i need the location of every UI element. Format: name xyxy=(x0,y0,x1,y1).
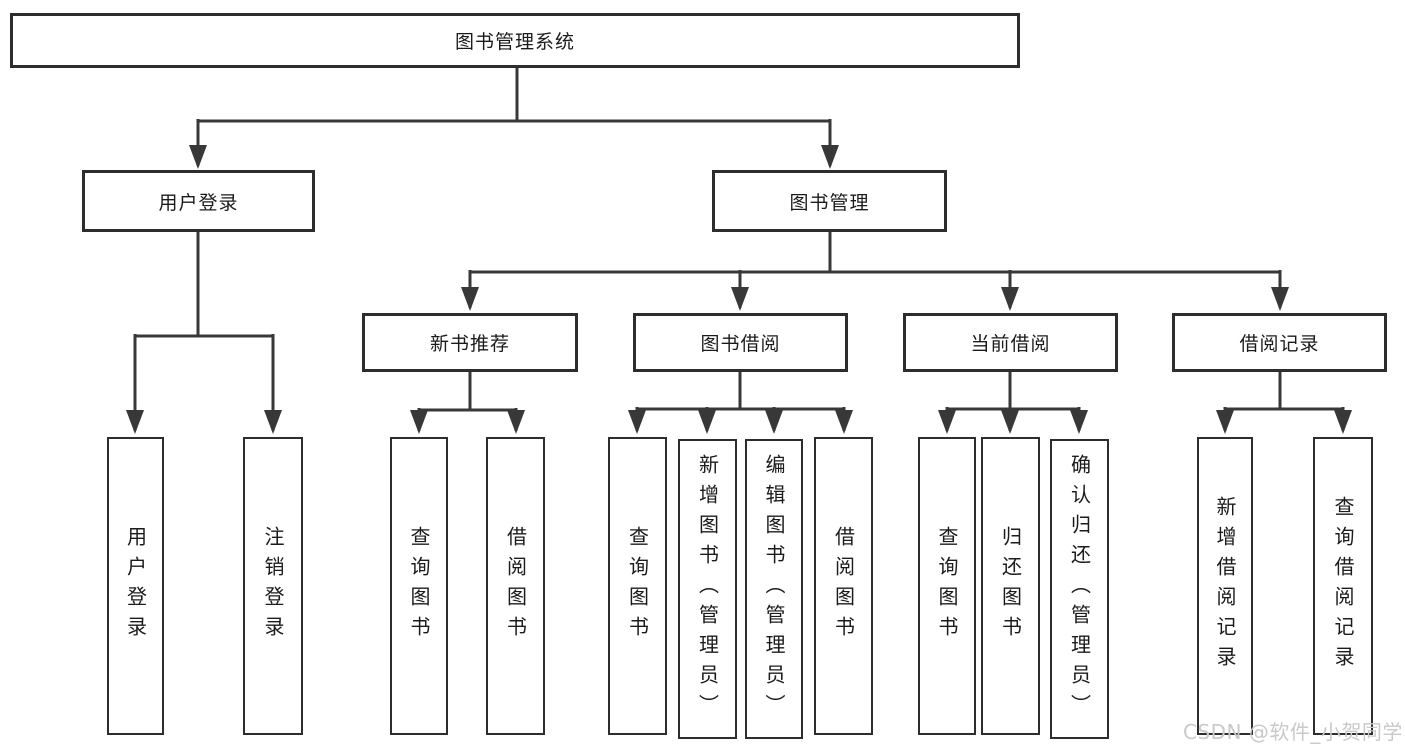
leaf-current-confirm-return-admin: 确认归还（管理员） xyxy=(1050,439,1109,739)
leaf-current-return-book-label: 归还图书 xyxy=(998,526,1023,646)
node-book-management-label: 图书管理 xyxy=(789,191,870,214)
leaf-borrowing-query-book-label: 查询图书 xyxy=(625,526,650,646)
node-book-borrowing-label: 图书借阅 xyxy=(700,333,781,355)
leaf-records-add-record: 新增借阅记录 xyxy=(1197,437,1253,735)
leaf-current-return-book: 归还图书 xyxy=(981,437,1040,735)
leaf-logout-label: 注销登录 xyxy=(261,526,285,646)
leaf-records-add-record-label: 新增借阅记录 xyxy=(1213,496,1237,676)
leaf-logout: 注销登录 xyxy=(243,437,303,735)
node-current-borrowing-label: 当前借阅 xyxy=(970,333,1051,355)
leaf-newbooks-borrow-book-label: 借阅图书 xyxy=(503,526,528,646)
node-new-book-recommend: 新书推荐 xyxy=(362,313,578,372)
leaf-borrowing-add-book-admin-label: 新增图书（管理员） xyxy=(695,454,720,724)
node-borrow-records-label: 借阅记录 xyxy=(1239,333,1320,355)
leaf-user-login: 用户登录 xyxy=(107,437,164,735)
leaf-borrowing-edit-book-admin-label: 编辑图书（管理员） xyxy=(762,454,786,724)
node-user-login-label: 用户登录 xyxy=(158,191,239,214)
leaf-current-query-book-label: 查询图书 xyxy=(935,526,959,646)
node-current-borrowing: 当前借阅 xyxy=(903,313,1118,372)
leaf-current-query-book: 查询图书 xyxy=(918,437,976,735)
leaf-records-query-record-label: 查询借阅记录 xyxy=(1331,496,1355,676)
node-borrow-records: 借阅记录 xyxy=(1172,313,1387,372)
leaf-newbooks-borrow-book: 借阅图书 xyxy=(486,437,545,735)
node-root-system: 图书管理系统 xyxy=(10,13,1020,68)
leaf-borrowing-borrow-book-label: 借阅图书 xyxy=(831,526,856,646)
leaf-borrowing-borrow-book: 借阅图书 xyxy=(814,437,873,735)
leaf-newbooks-query-book-label: 查询图书 xyxy=(407,526,431,646)
node-root-label: 图书管理系统 xyxy=(454,31,575,53)
leaf-borrowing-query-book: 查询图书 xyxy=(608,437,667,735)
node-book-borrowing: 图书借阅 xyxy=(633,313,848,372)
node-new-book-recommend-label: 新书推荐 xyxy=(429,333,510,355)
leaf-current-confirm-return-admin-label: 确认归还（管理员） xyxy=(1067,454,1092,724)
leaf-borrowing-add-book-admin: 新增图书（管理员） xyxy=(678,439,737,739)
csdn-watermark: CSDN @软件_小贺同学 xyxy=(1183,720,1403,744)
leaf-records-query-record: 查询借阅记录 xyxy=(1313,437,1373,735)
leaf-newbooks-query-book: 查询图书 xyxy=(390,437,448,735)
node-user-login: 用户登录 xyxy=(82,170,315,232)
node-book-management: 图书管理 xyxy=(712,170,947,232)
leaf-user-login-label: 用户登录 xyxy=(123,526,148,646)
leaf-borrowing-edit-book-admin: 编辑图书（管理员） xyxy=(745,439,803,739)
